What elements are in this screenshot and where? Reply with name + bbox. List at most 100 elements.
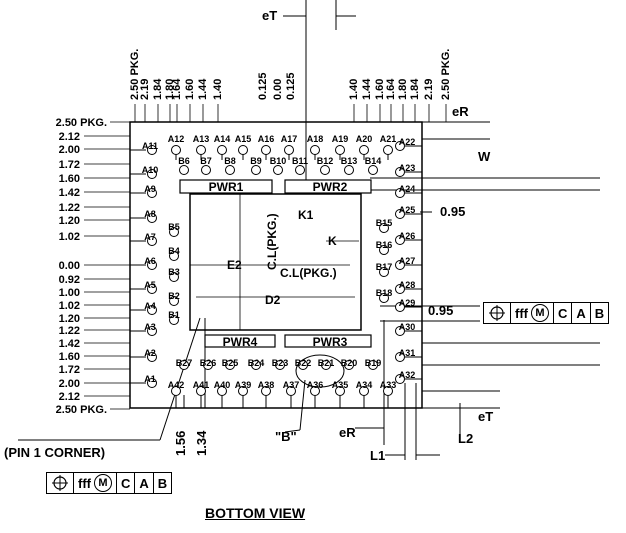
top-dim-left-5: 1.60: [184, 79, 196, 100]
left-dim-bottom-8: 1.72: [59, 364, 80, 376]
pin-a17-pad: [284, 145, 294, 155]
pin-a7-pad: [147, 236, 157, 246]
pin-a11-label: A11: [142, 141, 158, 151]
pin-b20-pad: [344, 360, 354, 370]
pin-a34-pad: [359, 386, 369, 396]
pin-a20-pad: [359, 145, 369, 155]
pin-a37-label: A37: [283, 380, 300, 390]
cl-pkg-horizontal-label: C.L(PKG.): [280, 266, 337, 280]
pwr1-pad: [179, 179, 273, 194]
pin-b5-label: B5: [168, 222, 180, 232]
pin-a24-pad: [395, 188, 405, 198]
pwr1-label: PWR1: [209, 180, 244, 194]
tolerance-value: fff: [78, 475, 91, 491]
eR-right-label: eR: [452, 104, 469, 119]
pin-b10-pad: [273, 165, 283, 175]
pin-b5-pad: [169, 227, 179, 237]
left-dim-top-5: 1.42: [59, 187, 80, 199]
pin-a28-label: A28: [399, 280, 416, 290]
pin-a6-label: A6: [144, 256, 156, 266]
pin-b7-label: B7: [200, 156, 212, 166]
left-dim-bottom-1: 0.92: [59, 274, 80, 286]
pin-a12-pad: [171, 145, 181, 155]
L2-label: L2: [458, 431, 473, 446]
pin-a10-pad: [147, 169, 157, 179]
pwr3-pad: [284, 334, 372, 348]
pin-a5-label: A5: [144, 280, 156, 290]
pin-a14-pad: [217, 145, 227, 155]
pin-b13-pad: [344, 165, 354, 175]
pin-a19-pad: [335, 145, 345, 155]
pin-a18-pad: [310, 145, 320, 155]
bottom-view-caption: BOTTOM VIEW: [205, 505, 306, 521]
left-dim-bottom-9: 2.00: [59, 378, 80, 390]
pin-a8-label: A8: [144, 209, 156, 219]
tolerance-value: fff: [515, 305, 528, 321]
left-dim-top-1: 2.12: [59, 131, 80, 143]
left-dim-top-0: 2.50 PKG.: [56, 117, 107, 129]
pin-a30-pad: [395, 326, 405, 336]
E2-label: E2: [227, 258, 242, 272]
dim-156-label: 1.56: [173, 431, 188, 456]
pin-a6-pad: [147, 260, 157, 270]
pin-a41-pad: [196, 386, 206, 396]
pwr2-label: PWR2: [313, 180, 348, 194]
left-dim-top-3: 1.72: [59, 159, 80, 171]
pin-a33-pad: [383, 386, 393, 396]
pin-a20-label: A20: [356, 134, 373, 144]
pin-a30-label: A30: [399, 322, 416, 332]
datum-b: B: [594, 305, 605, 321]
left-dim-bottom-10: 2.12: [59, 391, 80, 403]
pin-b3-label: B3: [168, 267, 180, 277]
left-dim-bottom-2: 1.00: [59, 287, 80, 299]
pin-b23-label: B23: [272, 358, 289, 368]
datum-c: C: [117, 473, 136, 493]
top-dim-left-0: 2.50 PKG.: [129, 49, 141, 100]
pin-a1-pad: [147, 378, 157, 388]
pin1-corner-label: (PIN 1 CORNER): [4, 445, 105, 460]
pin-a26-label: A26: [399, 231, 416, 241]
pin-a13-pad: [196, 145, 206, 155]
pin-a11-pad: [147, 145, 157, 155]
pin-a1-label: A1: [144, 374, 156, 384]
pwr4-pad: [204, 334, 276, 348]
pin-b18-label: B18: [376, 288, 393, 298]
datum-b: B: [157, 475, 168, 491]
pin-a7-label: A7: [144, 232, 156, 242]
pin-a29-pad: [395, 302, 405, 312]
pin-b22-label: B22: [295, 358, 312, 368]
pin-a27-pad: [395, 260, 405, 270]
pin-a31-label: A31: [399, 348, 416, 358]
pin-a10-label: A10: [142, 165, 159, 175]
left-dim-top-4: 1.60: [59, 173, 80, 185]
pin-b24-pad: [251, 360, 261, 370]
left-dim-top-2: 2.00: [59, 144, 80, 156]
pin-a38-pad: [261, 386, 271, 396]
pin-a33-label: A33: [380, 380, 397, 390]
pin-a16-pad: [261, 145, 271, 155]
pin-b26-label: B26: [200, 358, 217, 368]
pin-b11-pad: [295, 165, 305, 175]
pin-b16-pad: [379, 245, 389, 255]
pin-b7-pad: [201, 165, 211, 175]
pin-b2-pad: [169, 296, 179, 306]
pin-a14-label: A14: [214, 134, 231, 144]
top-dim-left-3: 1.80: [164, 79, 176, 100]
pin-a2-pad: [147, 352, 157, 362]
top-dim-right-4: 1.80: [397, 79, 409, 100]
pin-a2-label: A2: [144, 348, 156, 358]
pwr2-pad: [284, 179, 372, 194]
top-dim-left-1: 2.19: [139, 79, 151, 100]
pin-b3-pad: [169, 272, 179, 282]
pin-a29-label: A29: [399, 298, 416, 308]
pin-b10-label: B10: [270, 156, 287, 166]
pin-b11-label: B11: [292, 156, 308, 166]
position-symbol-icon: [47, 473, 74, 493]
pin-a18-label: A18: [307, 134, 324, 144]
datum-c: C: [554, 303, 573, 323]
pin-b4-label: B4: [168, 246, 180, 256]
pin-b23-pad: [275, 360, 285, 370]
top-dim-left-2: 1.84: [152, 78, 164, 100]
